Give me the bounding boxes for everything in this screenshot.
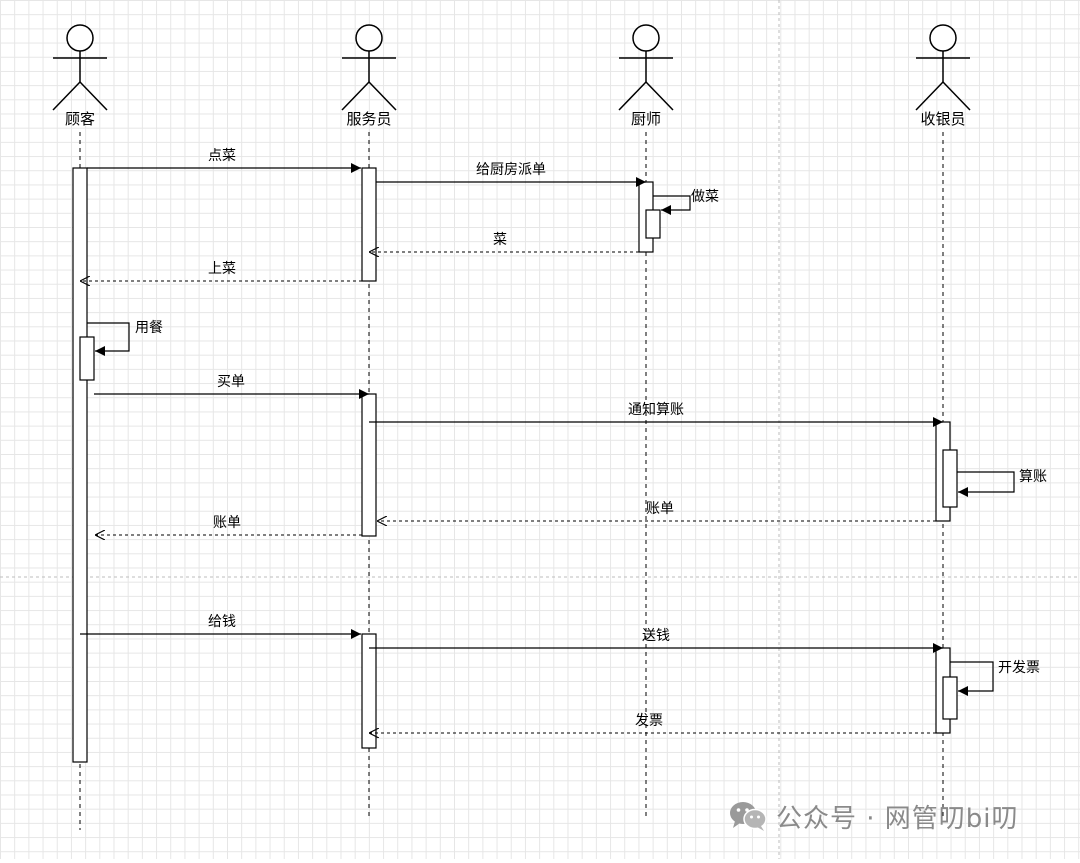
message-label-issue-invoice: 开发票 (998, 660, 1040, 676)
actor-head (66, 24, 94, 52)
activation-cashier-invoice[interactable] (942, 676, 958, 720)
activation-customer-main[interactable] (72, 167, 88, 763)
message-label-order: 点菜 (208, 148, 236, 164)
watermark: 公众号 · 网管叨bi叨 (728, 796, 1019, 836)
message-label-eat: 用餐 (135, 320, 163, 336)
message-label-serve: 上菜 (208, 261, 236, 277)
message-label-pay-request: 买单 (217, 374, 245, 390)
message-label-notify-checkout: 通知算账 (628, 401, 684, 418)
message-label-bill-to-waiter: 账单 (646, 501, 674, 517)
message-label-dish: 菜 (493, 232, 507, 248)
actor-cashier[interactable] (915, 24, 971, 111)
activation-customer-eat[interactable] (79, 336, 95, 381)
activation-chef-cook[interactable] (645, 209, 661, 239)
message-arrow-issue-invoice[interactable] (950, 661, 994, 696)
actor-head (632, 24, 660, 52)
actor-label-customer: 顾客 (65, 110, 95, 128)
actor-customer[interactable] (52, 24, 108, 111)
activation-waiter-checkout[interactable] (361, 393, 377, 537)
message-arrow-cook[interactable] (653, 195, 691, 215)
actor-waiter[interactable] (341, 24, 397, 111)
actor-label-chef: 厨师 (631, 110, 661, 128)
activation-waiter-payment[interactable] (361, 633, 377, 749)
message-label-cook: 做菜 (691, 189, 719, 205)
message-label-invoice: 发票 (635, 713, 663, 729)
message-label-give-money: 给钱 (208, 614, 236, 630)
watermark-text: 公众号 · 网管叨bi叨 (776, 803, 1019, 834)
actor-label-waiter: 服务员 (346, 110, 391, 128)
actor-label-cashier: 收银员 (920, 110, 965, 128)
message-label-bill-to-customer: 账单 (213, 515, 241, 531)
actor-head (355, 24, 383, 52)
message-label-send-money: 送钱 (642, 628, 670, 644)
message-arrow-calculate[interactable] (957, 471, 1015, 497)
actor-head (929, 24, 957, 52)
message-arrow-eat[interactable] (87, 322, 130, 356)
activation-cashier-calc[interactable] (942, 449, 958, 508)
message-label-calculate: 算账 (1019, 469, 1047, 485)
activation-waiter-order[interactable] (361, 167, 377, 282)
message-label-send-kitchen: 给厨房派单 (476, 162, 546, 178)
actor-chef[interactable] (618, 24, 674, 111)
wechat-icon (730, 802, 767, 831)
